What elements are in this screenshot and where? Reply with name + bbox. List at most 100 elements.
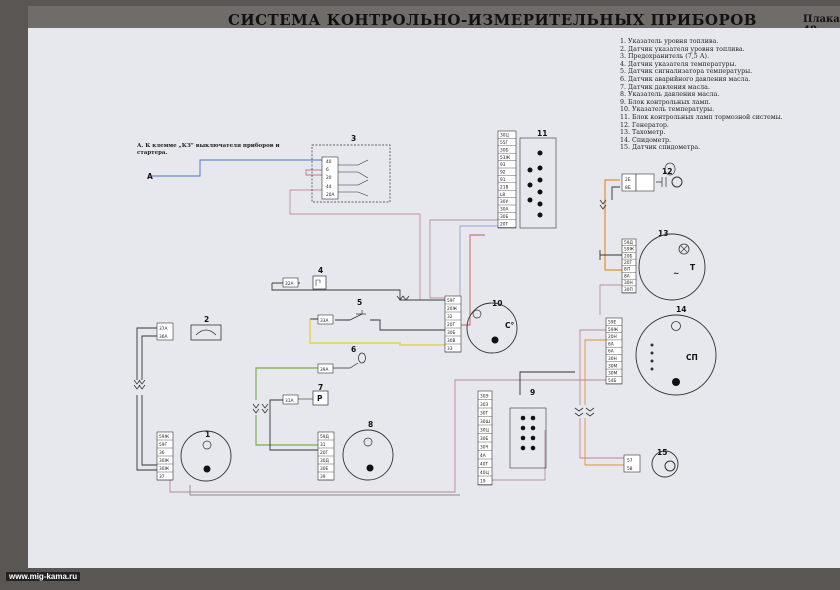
sensor-icon	[664, 460, 676, 472]
ac-symbol-icon: ~	[673, 269, 679, 278]
lamp-block-11	[519, 137, 557, 229]
sensor-body	[190, 324, 222, 341]
wire-13-ground	[599, 250, 622, 260]
component-number: 2	[204, 315, 209, 324]
legend-item: 6. Датчик аварийного давления масла.	[620, 75, 751, 83]
wire-14-b	[584, 339, 606, 405]
pin-label: 20	[326, 175, 332, 181]
pin-label: 8Л	[624, 267, 630, 273]
pin-label: 20Г	[320, 450, 328, 456]
pin-label: 19	[480, 479, 486, 485]
connector-6	[317, 363, 334, 374]
wire-trunk-11	[429, 219, 498, 299]
pin-label: 32	[447, 314, 453, 320]
component-number: 11	[537, 129, 547, 138]
pin-label: 30Н	[624, 280, 633, 286]
legend-item: 12. Генератор.	[620, 121, 669, 129]
pin-label: 8А	[624, 273, 630, 279]
component-number: 1	[205, 430, 210, 439]
title-bar: СИСТЕМА КОНТРОЛЬНО-ИЗМЕРИТЕЛЬНЫХ ПРИБОРО…	[28, 6, 840, 36]
pin-label: 37	[159, 474, 165, 480]
component-4-temp-sensor: 4 32А	[282, 266, 327, 290]
fuse-connector	[321, 156, 339, 200]
pin-label: 30Ж	[159, 458, 169, 464]
wire-a-to-fuse	[152, 159, 322, 177]
pin-label: 91	[500, 177, 506, 183]
pin-label: 30У	[500, 199, 508, 205]
sensor-body	[312, 275, 327, 290]
lamp-icon	[678, 243, 690, 255]
pin-label: 59Г	[447, 298, 455, 304]
legend-item: 10. Указатель температуры.	[620, 106, 715, 114]
pin-label: 32А	[285, 281, 293, 287]
pin-label: 59Д	[320, 434, 329, 440]
connector-14	[605, 317, 623, 385]
pin-label: 30Ц	[500, 133, 509, 139]
pin-label: 92	[500, 170, 506, 176]
temperature-gauge	[466, 302, 518, 354]
wire-14-a	[579, 329, 606, 405]
generator-symbol	[656, 162, 676, 187]
pin-label: 37А	[159, 326, 167, 332]
pin-label: 93	[500, 162, 506, 168]
wires: А	[136, 159, 624, 496]
pin-label: 20Б	[624, 253, 632, 259]
legend-item: 15. Датчик спидометра.	[620, 144, 701, 152]
pin-label: 20Т	[500, 221, 508, 227]
pin-label: 6А	[608, 341, 614, 347]
pin-label: 30М	[608, 371, 617, 377]
pin-label: 30Б	[480, 436, 488, 442]
speedometer-gauge	[635, 314, 717, 396]
lamp-icon	[672, 378, 680, 386]
gauge-mark: Т	[690, 263, 696, 272]
component-number: 7	[318, 383, 323, 392]
connector-5	[317, 314, 334, 325]
pin-label: 30Ж	[159, 466, 169, 472]
pin-label: 4А	[480, 453, 486, 459]
pin-label: 59Д	[624, 240, 633, 246]
lamp-icon	[363, 437, 373, 447]
legend-item: 13. Тахометр.	[620, 129, 666, 137]
pin-label: 20Т	[624, 260, 632, 266]
legend-item: 8. Указатель давления масла.	[620, 91, 720, 99]
generator-icon	[671, 176, 683, 188]
component-number: 13	[658, 229, 668, 238]
fuel-gauge	[180, 430, 232, 482]
component-number: 6	[351, 345, 356, 354]
arrow-2	[252, 403, 269, 414]
oil-pressure-gauge	[342, 429, 394, 481]
arrow-3	[396, 295, 410, 301]
pin-label: 40	[326, 159, 332, 165]
lamp-icon	[671, 321, 681, 331]
lamp-icon	[366, 464, 374, 472]
wire-12-13-orange	[604, 179, 622, 271]
gauge-mark: СП	[686, 353, 698, 362]
pin-label: 31А	[285, 398, 293, 404]
connector-4	[282, 277, 299, 288]
wire-12-13	[611, 186, 620, 200]
wire-fuse-out	[289, 189, 421, 300]
connector-11	[497, 130, 517, 229]
component-12-generator: 12 2Б 8Б	[621, 162, 683, 192]
site-watermark: www.mig-kama.ru	[6, 572, 81, 581]
component-number: 9	[530, 388, 535, 397]
wire-9-bottom	[478, 430, 546, 481]
pin-label: 54Б	[608, 378, 616, 384]
pin-label: 39	[320, 474, 326, 480]
connector-9	[477, 390, 493, 486]
gauge-mark: С°	[505, 321, 515, 330]
legend-item: 4. Датчик указателя температуры.	[620, 60, 737, 68]
fuse-element	[338, 159, 369, 197]
component-legend: 1. Указатель уровня топлива. 2. Датчик у…	[620, 38, 783, 152]
legend-item: 14. Спидометр.	[620, 136, 672, 144]
pin-label: 59Ж	[608, 327, 618, 333]
wire-14-15-b	[584, 418, 624, 466]
legend-item: 1. Указатель уровня топлива.	[620, 38, 719, 45]
wire-6	[255, 367, 318, 400]
